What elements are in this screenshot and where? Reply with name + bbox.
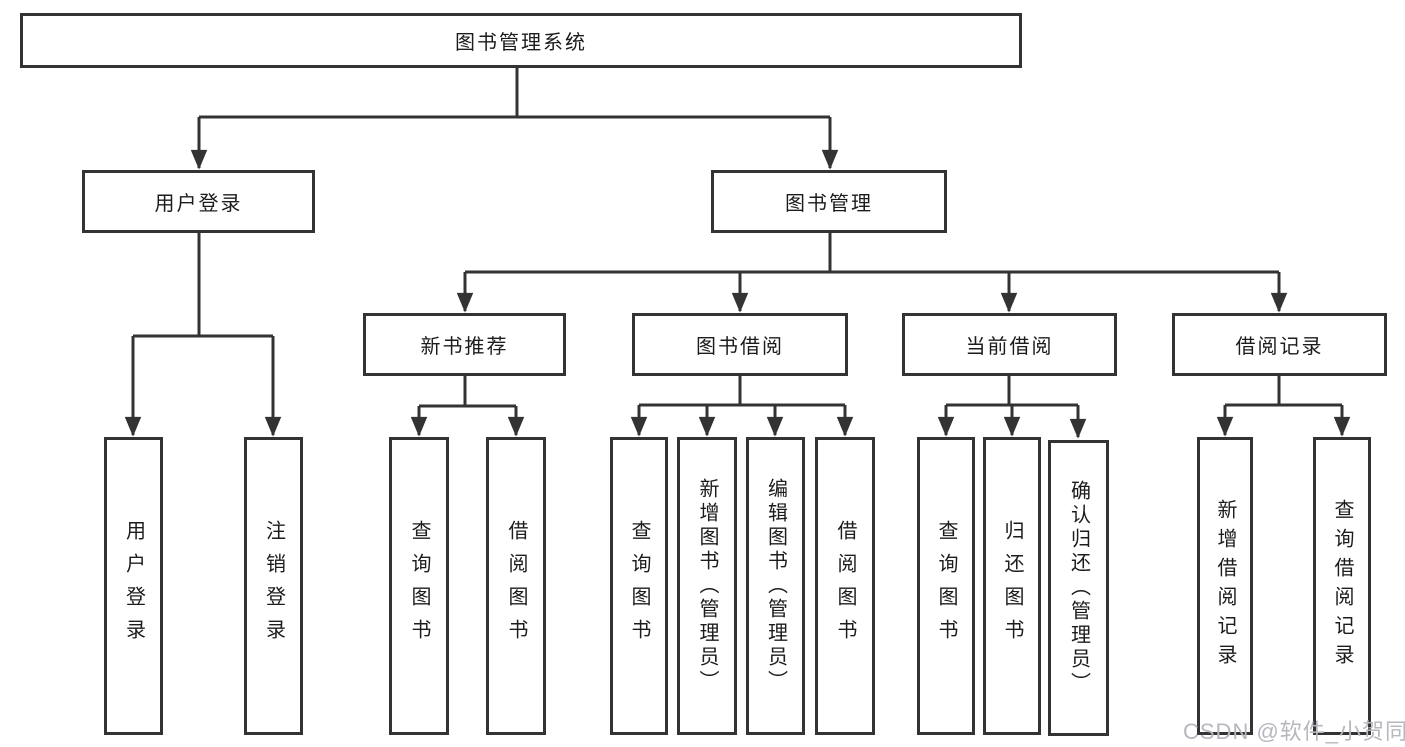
node-label: 归还图书 — [1001, 520, 1023, 652]
node-label: 新增借阅记录 — [1214, 499, 1236, 673]
node-book-borrowing: 图书借阅 — [632, 313, 848, 376]
node-label: 借阅图书 — [834, 520, 856, 652]
node-label: 查询图书 — [935, 520, 957, 652]
node-label: 查询借阅记录 — [1331, 499, 1353, 673]
node-label: 借阅图书 — [505, 520, 527, 652]
leaf-query-books: 查询图书 — [917, 437, 975, 735]
leaf-add-books-admin: 新增图书（管理员） — [677, 437, 737, 735]
node-label: 当前借阅 — [965, 336, 1054, 358]
node-library-management-system: 图书管理系统 — [20, 13, 1022, 68]
node-label: 图书管理系统 — [455, 32, 587, 54]
leaf-query-books: 查询图书 — [389, 437, 449, 735]
node-borrowing-records: 借阅记录 — [1172, 313, 1387, 376]
node-label: 注销登录 — [262, 520, 285, 652]
node-book-management: 图书管理 — [711, 170, 947, 233]
leaf-return-books: 归还图书 — [983, 437, 1041, 735]
node-label: 查询图书 — [628, 520, 650, 652]
node-label: 编辑图书（管理员） — [764, 478, 787, 694]
node-label: 图书借阅 — [696, 336, 784, 358]
node-label: 确认归还（管理员） — [1067, 480, 1090, 696]
connector-trunks — [133, 68, 1342, 408]
node-new-book-recommendation: 新书推荐 — [363, 313, 566, 376]
node-label: 新书推荐 — [420, 336, 509, 358]
leaf-edit-books-admin: 编辑图书（管理员） — [746, 437, 805, 735]
leaf-logout: 注销登录 — [244, 437, 303, 735]
csdn-watermark: CSDN @软件_小贺同学 — [1183, 719, 1405, 744]
node-label: 用户登录 — [154, 193, 243, 215]
leaf-confirm-return-admin: 确认归还（管理员） — [1048, 440, 1109, 736]
connector-arrows — [124, 117, 1351, 439]
node-label: 用户登录 — [122, 520, 145, 652]
node-label: 新增图书（管理员） — [696, 478, 718, 694]
node-current-borrowing: 当前借阅 — [902, 313, 1117, 376]
leaf-borrow-books: 借阅图书 — [815, 437, 875, 735]
node-label: 查询图书 — [408, 520, 430, 652]
node-user-login: 用户登录 — [82, 170, 315, 233]
leaf-add-borrow-record: 新增借阅记录 — [1197, 437, 1253, 735]
node-label: 图书管理 — [785, 193, 873, 215]
leaf-query-borrow-record: 查询借阅记录 — [1313, 437, 1371, 735]
leaf-user-login: 用户登录 — [104, 437, 163, 735]
leaf-query-books: 查询图书 — [610, 437, 668, 735]
node-label: 借阅记录 — [1235, 336, 1324, 358]
leaf-borrow-books: 借阅图书 — [486, 437, 546, 735]
